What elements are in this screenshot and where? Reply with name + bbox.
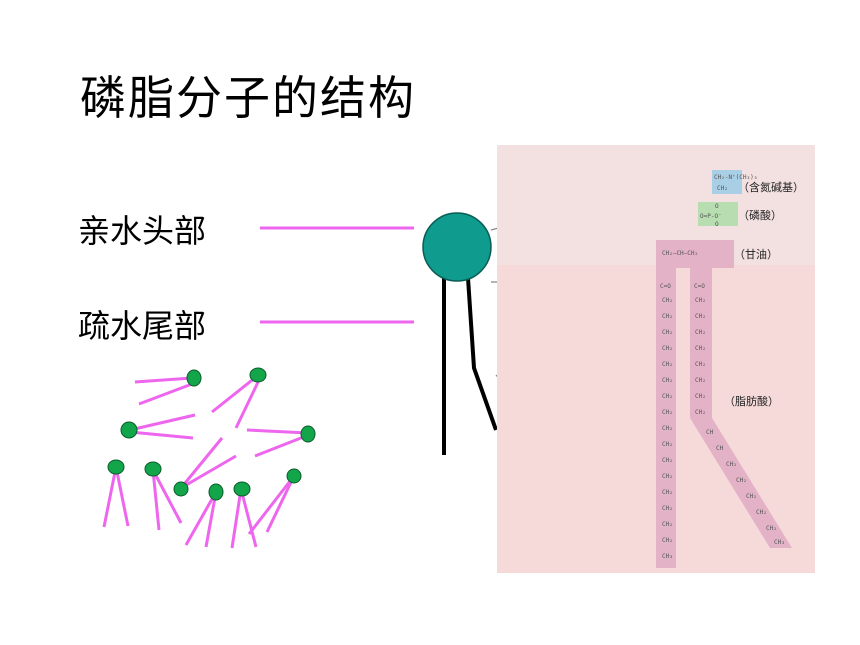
svg-text:CH₃: CH₃	[662, 553, 673, 560]
svg-text:CH₂: CH₂	[756, 509, 767, 516]
svg-text:CH₂: CH₂	[662, 521, 673, 528]
svg-text:CH₂: CH₂	[662, 313, 673, 320]
svg-text:O: O	[715, 221, 719, 228]
svg-text:CH₂: CH₂	[662, 345, 673, 352]
svg-text:O: O	[715, 203, 719, 210]
glycerol-box	[656, 240, 734, 268]
svg-text:CH₂: CH₂	[662, 393, 673, 400]
svg-text:O=P-O⁻: O=P-O⁻	[700, 213, 722, 220]
svg-text:CH₂: CH₂	[662, 361, 673, 368]
structural-formula-panel: CH₂-N⁺(CH₃)₃ CH₂ O O=P-O⁻ O CH₂—CH—CH₂ C…	[497, 145, 815, 573]
svg-text:CH₂: CH₂	[717, 185, 728, 192]
svg-text:CH₂: CH₂	[662, 425, 673, 432]
svg-text:CH₂: CH₂	[695, 345, 706, 352]
svg-text:CH₂: CH₂	[662, 329, 673, 336]
phosphate-label: （磷酸）	[738, 208, 782, 222]
glycerol-label: （甘油）	[734, 247, 778, 261]
page-title: 磷脂分子的结构	[80, 71, 416, 125]
svg-text:CH₂: CH₂	[695, 297, 706, 304]
choline-box	[712, 170, 742, 194]
svg-text:CH: CH	[716, 445, 724, 452]
svg-text:CH₂: CH₂	[695, 313, 706, 320]
svg-text:CH₂: CH₂	[766, 525, 777, 532]
tail-right	[466, 277, 498, 431]
svg-text:CH₂: CH₂	[662, 537, 673, 544]
hydrophilic-head	[422, 212, 492, 282]
svg-text:CH₂: CH₂	[662, 489, 673, 496]
svg-text:C=O: C=O	[660, 283, 671, 290]
hydrophobic-tail-label: 疏水尾部	[78, 307, 207, 345]
fatty-acid-chain-left	[656, 268, 676, 568]
svg-text:CH₂: CH₂	[662, 505, 673, 512]
mini-heads	[107, 367, 316, 501]
hydrophilic-head-label: 亲水头部	[78, 212, 207, 250]
scattered-phospholipids	[102, 375, 309, 549]
svg-text:CH₂: CH₂	[695, 361, 706, 368]
phospholipid-model	[422, 212, 498, 455]
svg-text:C=O: C=O	[694, 283, 705, 290]
svg-text:CH₃: CH₃	[774, 539, 785, 546]
svg-text:CH₂: CH₂	[662, 409, 673, 416]
svg-text:CH₂: CH₂	[736, 477, 747, 484]
svg-text:CH₂: CH₂	[695, 377, 706, 384]
svg-text:CH₂: CH₂	[726, 461, 737, 468]
svg-text:CH₂: CH₂	[695, 393, 706, 400]
svg-text:CH₂: CH₂	[662, 441, 673, 448]
svg-text:CH₂-N⁺(CH₃)₃: CH₂-N⁺(CH₃)₃	[714, 174, 757, 181]
svg-text:CH₂—CH—CH₂: CH₂—CH—CH₂	[662, 250, 698, 257]
fatty-acid-chain-right-upper	[690, 268, 712, 418]
svg-text:CH₂: CH₂	[662, 473, 673, 480]
fatty-acid-chain-right-lower	[690, 418, 792, 548]
svg-text:CH₂: CH₂	[695, 409, 706, 416]
svg-text:CH₂: CH₂	[662, 297, 673, 304]
choline-label: （含氮碱基）	[738, 180, 804, 194]
phosphate-box	[698, 202, 738, 226]
svg-text:CH: CH	[706, 429, 714, 436]
svg-text:CH₂: CH₂	[662, 457, 673, 464]
svg-text:CH₂: CH₂	[695, 329, 706, 336]
svg-text:CH₂: CH₂	[746, 493, 757, 500]
svg-text:CH₂: CH₂	[662, 377, 673, 384]
fatty-acid-label: （脂肪酸）	[724, 394, 779, 408]
